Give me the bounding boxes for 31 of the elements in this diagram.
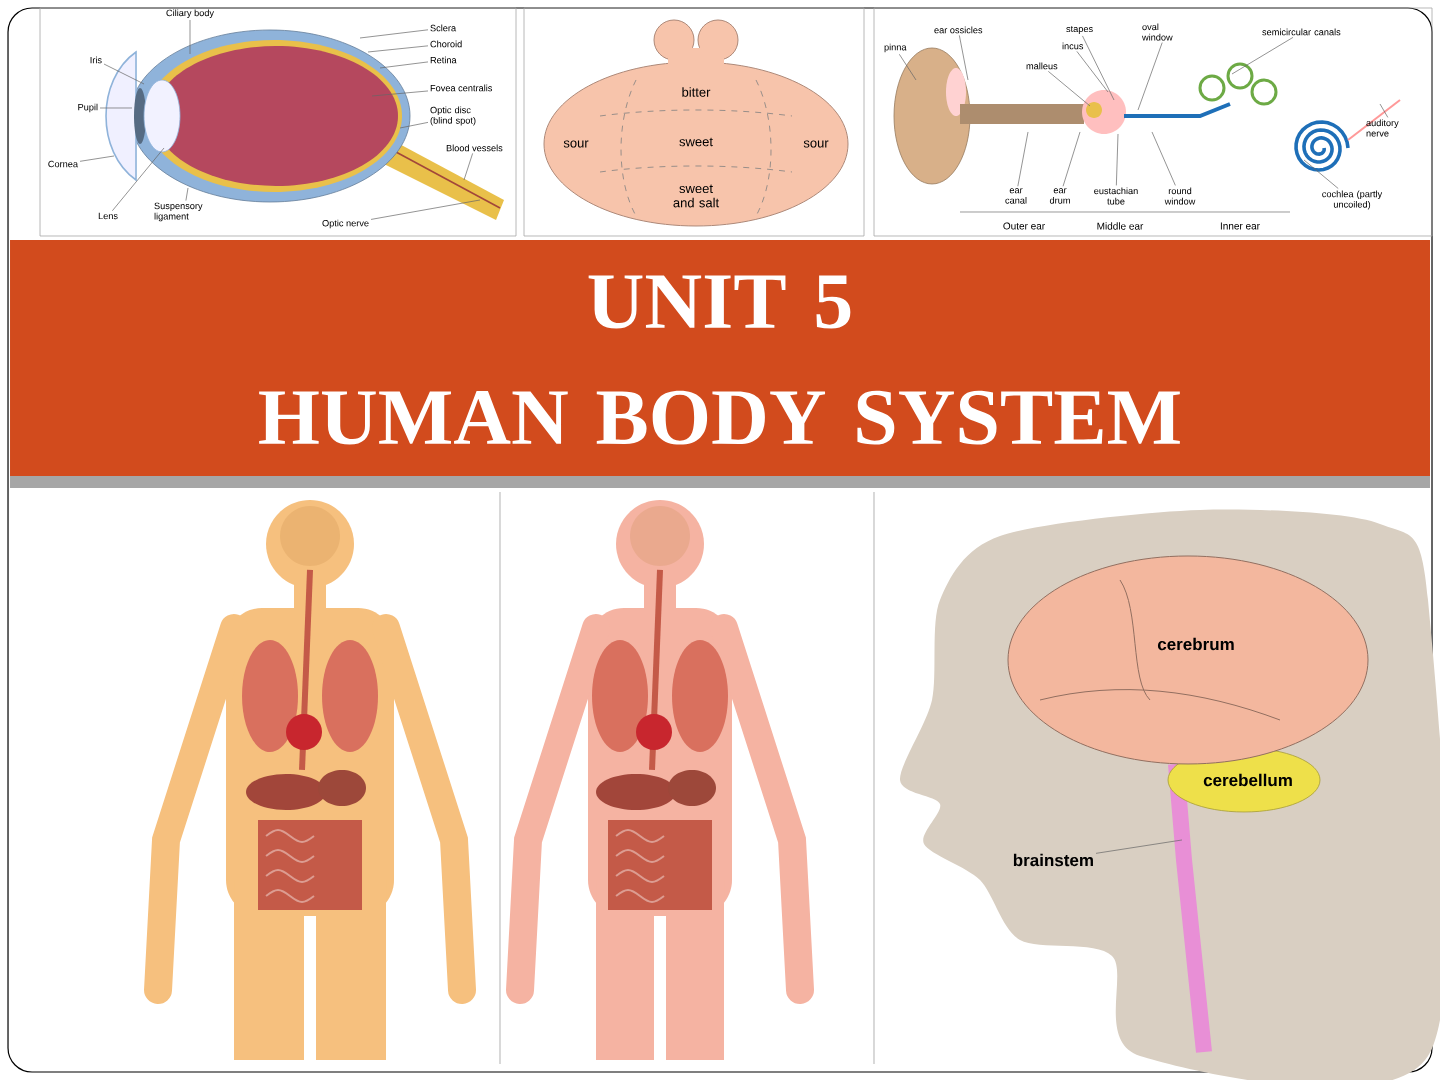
leader-line <box>1082 35 1115 101</box>
leader-line <box>1116 133 1119 186</box>
leader-line <box>1017 131 1029 187</box>
leader-line <box>959 35 969 81</box>
part-label: brainstem <box>1013 853 1093 867</box>
title: UNIT 5 HUMAN BODY SYSTEM <box>259 275 1180 445</box>
leader-line <box>371 90 429 97</box>
part-label: cerebrum <box>1157 637 1234 651</box>
leader-line <box>367 45 429 53</box>
leader-line <box>112 147 165 212</box>
leader-line <box>1303 159 1339 189</box>
leader-line <box>1095 839 1183 854</box>
leader-line <box>359 29 429 39</box>
leader-line <box>103 63 145 85</box>
leader-line <box>99 107 133 109</box>
part-label: cerebellum <box>1203 773 1292 787</box>
leader-line <box>463 153 473 181</box>
leader-line <box>1379 103 1389 118</box>
leader-line <box>370 199 481 220</box>
leader-line <box>1151 131 1176 186</box>
leader-line <box>1231 37 1294 75</box>
leader-line <box>399 122 429 129</box>
leader-line <box>79 155 115 162</box>
leader-line <box>379 61 429 69</box>
leader-line <box>1137 42 1163 111</box>
leader-line <box>1076 51 1109 93</box>
leader-line <box>1048 71 1091 107</box>
leader-line <box>189 19 191 55</box>
leader-line <box>185 187 189 201</box>
leader-line <box>899 53 917 81</box>
leader-line <box>1062 131 1081 187</box>
